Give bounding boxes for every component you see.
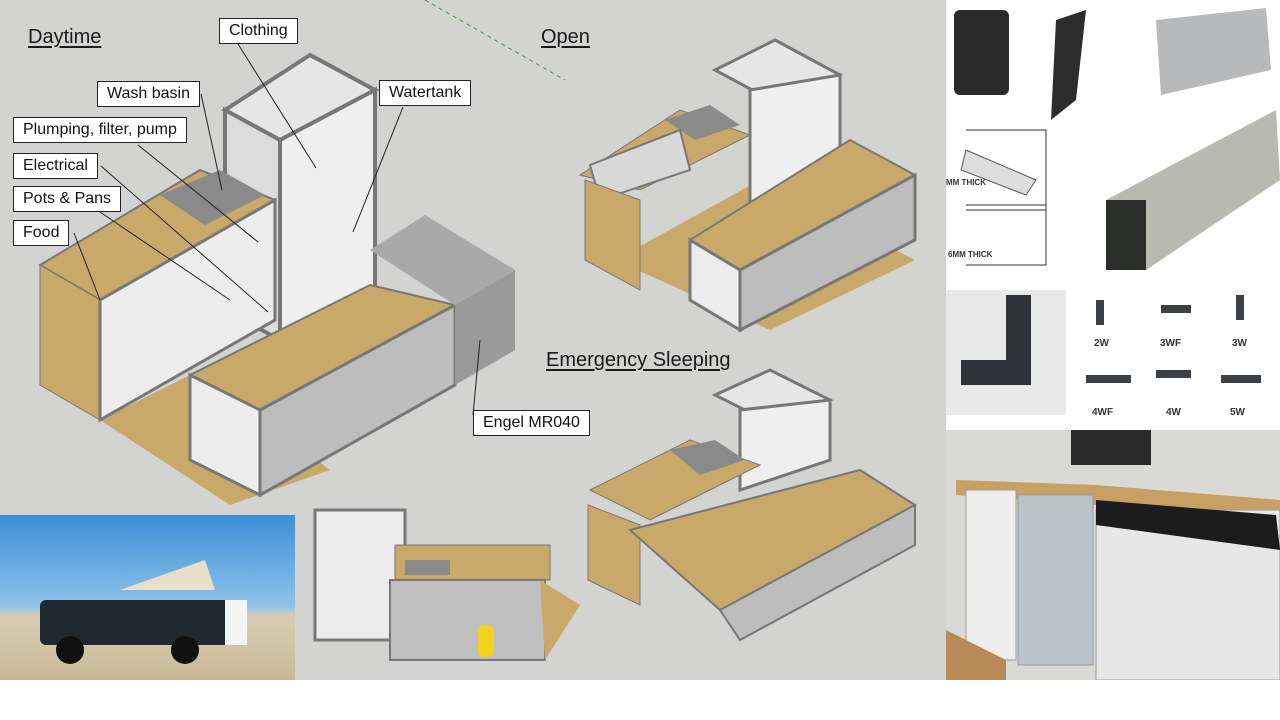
callout-fridge: Engel MR040 (473, 410, 590, 436)
callout-food: Food (13, 220, 70, 246)
heading-open: Open (541, 26, 590, 48)
connector-label: 3WF (1160, 338, 1182, 349)
connector-label: 2W (1094, 338, 1109, 349)
connector-label: 4W (1166, 407, 1181, 418)
callout-pots-pans: Pots & Pans (13, 186, 122, 212)
profile-label-top: MM THICK (946, 178, 986, 187)
callout-watertank: Watertank (379, 80, 472, 106)
daytime-cabinet-drawing (38, 0, 918, 661)
callout-wash-basin: Wash basin (97, 81, 200, 107)
connector-label: 4WF (1092, 407, 1114, 418)
connector-label: 5W (1230, 407, 1245, 418)
kitchen-photo (946, 430, 1280, 680)
callout-clothing: Clothing (219, 18, 298, 44)
connector-label: 3W (1232, 338, 1247, 349)
vehicle-photo (0, 515, 295, 680)
callout-plumbing: Plumping, filter, pump (13, 117, 187, 143)
heading-emergency-sleeping: Emergency Sleeping (546, 349, 731, 371)
hardware-photos (946, 8, 1280, 415)
profile-label-bottom: 6MM THICK (948, 250, 993, 259)
heading-daytime: Daytime (28, 26, 102, 48)
callout-electrical: Electrical (13, 153, 98, 179)
